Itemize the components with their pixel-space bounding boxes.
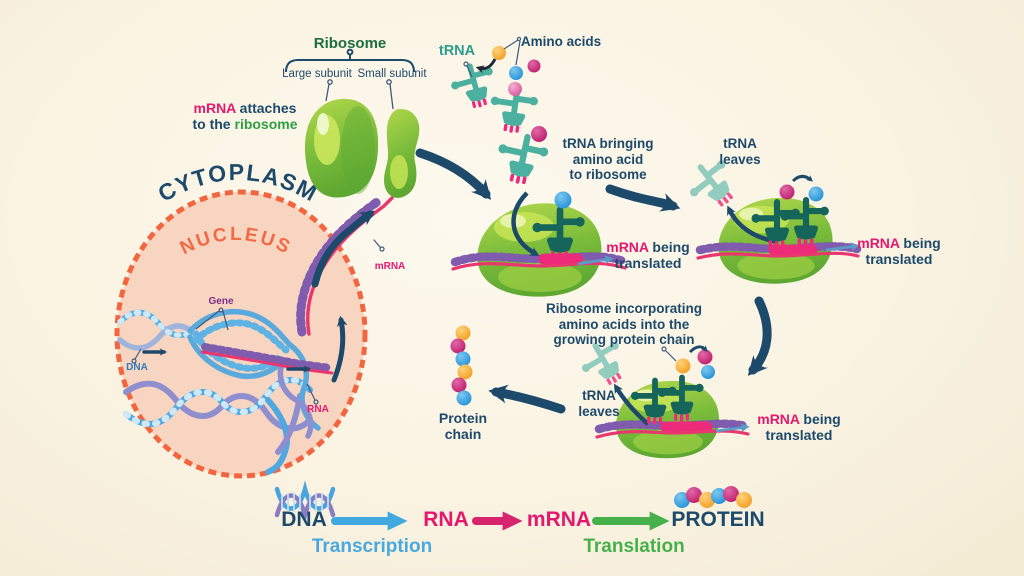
ribosome-title: Ribosome [313, 35, 387, 52]
mrna-line [594, 419, 751, 439]
protein-chain-line2: chain [444, 426, 482, 443]
trna-leaves-line2: leaves [578, 403, 620, 419]
amino-acid-dot-icon [697, 349, 713, 365]
trna-icon [446, 58, 501, 114]
mrna-translated-label-2: mRNA being translated [857, 235, 941, 267]
amino-acid-dot-icon [527, 59, 541, 73]
trna-leaves-line1: tRNA [723, 136, 757, 151]
subunit-pins [325, 79, 394, 110]
ribosome-station-1 [450, 191, 628, 297]
mrna-strand-label: mRNA [374, 261, 406, 272]
summary-flow [274, 480, 752, 531]
arrow-to-station-1 [415, 148, 492, 200]
amino-to-trna-arrow [475, 58, 497, 74]
amino-acid-dot-icon [701, 365, 715, 379]
amino-acid-dot-icon [508, 82, 522, 96]
protein-chain-line1: Protein [438, 410, 488, 426]
rna-label: RNA [307, 404, 329, 415]
mrna-translated-line1: mRNA being [757, 411, 841, 427]
flow-mrna-label: mRNA [526, 508, 592, 531]
being-word: being [903, 235, 941, 251]
flow-protein-label: PROTEIN [671, 508, 765, 531]
trna-exit-arrow [613, 383, 650, 426]
dna-helix-icon [274, 480, 336, 524]
mrna-translated-label-3: mRNA being translated [757, 411, 841, 443]
mrna-word: mRNA [757, 411, 800, 427]
trna-leaves-line2: leaves [719, 151, 761, 167]
trna-cluster [446, 36, 552, 189]
amino-acid-dot-icon [531, 126, 547, 142]
large-subunit-label: Large subunit [282, 68, 352, 80]
trna-bringing-line2: amino acid [572, 151, 644, 167]
mrna-word: mRNA [857, 235, 900, 251]
protein-chain-beads [450, 325, 473, 406]
label-pins [463, 36, 522, 78]
mrna-line [450, 252, 628, 271]
trna-bringing-label: tRNA bringing amino acid to ribosome [563, 136, 654, 183]
ribosome-incorporating-line2: amino acids into the [558, 316, 690, 332]
gene-label: Gene [208, 296, 234, 307]
amino-acid-dot-icon [675, 358, 691, 374]
dna-label: DNA [126, 362, 148, 373]
trna-bringing-line1: tRNA bringing [562, 136, 654, 151]
flow-dna-label: DNA [281, 508, 327, 531]
label-pin [661, 346, 677, 362]
being-word: being [652, 239, 690, 255]
trna-entry-arrow [511, 191, 540, 256]
ribosome-word: ribosome [234, 116, 298, 133]
trna-label: tRNA [438, 43, 476, 59]
attaches-word: attaches [239, 100, 297, 116]
mrna-direction-arrows [577, 242, 860, 433]
trna-leaves-label-1: tRNA leaves [719, 136, 760, 167]
process-arrows [415, 148, 772, 414]
ribosome-large-subunit [304, 98, 379, 198]
transcription-label: Transcription [311, 536, 433, 557]
arrow-to-protein-chain [488, 384, 566, 414]
mrna-line [695, 242, 862, 260]
mrna-exit-strand [296, 196, 394, 383]
ribosome-bracket [285, 48, 415, 73]
amino-acid-dot-icon [808, 186, 824, 202]
amino-acid-dot-icon [554, 191, 572, 209]
nucleus-pins [131, 307, 319, 405]
trna-bringing-line3: to ribosome [569, 167, 647, 183]
translation-label: Translation [583, 536, 685, 557]
mrna-attaches-line1: mRNA attaches [192, 100, 297, 116]
mrna-word: mRNA [606, 239, 649, 255]
being-word: being [803, 411, 841, 427]
amino-acid-dot-icon [779, 184, 795, 200]
mrna-translated-line2: translated [614, 255, 682, 272]
mrna-attaches-line2: to the ribosome [192, 116, 297, 132]
protein-chain-label: Protein chain [439, 410, 487, 442]
mrna-translated-line2: translated [765, 427, 833, 444]
dna-helix [117, 308, 334, 475]
ribosome-station-2 [679, 151, 862, 284]
trna-leaves-line1: tRNA [582, 388, 616, 403]
to-the-words: to the [192, 116, 231, 133]
ribosome-station-3 [573, 332, 751, 459]
flow-rna-label: RNA [423, 508, 469, 531]
ribosome-incorporating-line3: growing protein chain [553, 332, 695, 348]
peptide-transfer-arrow [688, 344, 708, 354]
mrna-attaches-label: mRNA attaches to the ribosome [192, 100, 297, 132]
peptide-transfer-arrow [791, 174, 813, 183]
amino-acids-label: Amino acids [520, 34, 602, 49]
mrna-translated-line1: mRNA being [857, 235, 941, 251]
mrna-translated-label-1: mRNA being translated [606, 239, 690, 271]
trna-leaves-label-2: tRNA leaves [578, 388, 619, 419]
ribosome-icon [477, 203, 602, 297]
small-subunit-label: Small subunit [357, 68, 427, 80]
ribosome-incorporating-line1: Ribosome incorporating [545, 301, 703, 316]
arrow-to-station-2 [605, 184, 681, 212]
ribosome-small-subunit [384, 109, 420, 198]
amino-acid-dot-icon [492, 46, 506, 60]
amino-acid-dot-icon [509, 66, 523, 80]
mrna-word: mRNA [193, 100, 236, 116]
mrna-translated-line2: translated [865, 251, 933, 268]
ribosome-incorporating-label: Ribosome incorporating amino acids into … [546, 301, 702, 348]
arrow-to-station-3 [747, 296, 772, 376]
protein-beads-icon [674, 486, 752, 508]
mrna-translated-line1: mRNA being [606, 239, 690, 255]
